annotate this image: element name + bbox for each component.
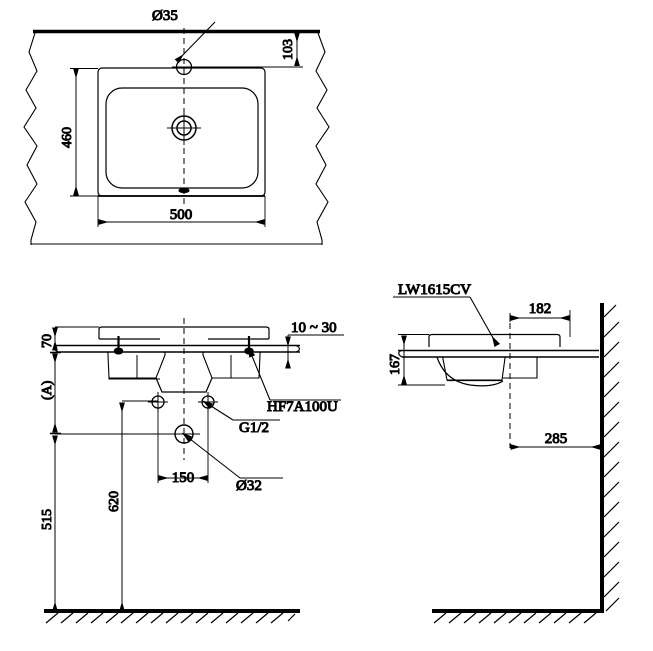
g12-leader-line	[202, 400, 234, 421]
countertop-slab-right-end	[295, 345, 301, 353]
dim150-label: 150	[172, 470, 195, 486]
hf7a-label: HF7A100U	[267, 399, 338, 415]
wall-hatching	[603, 304, 620, 612]
basin-outer-rect	[97, 67, 266, 197]
dim620-label: 620	[107, 491, 122, 512]
floor-hatching-left-view	[45, 612, 296, 624]
r-basin-underprofile	[442, 357, 506, 381]
g12-label: G1/2	[239, 420, 269, 436]
dim167-label: 167	[388, 354, 403, 375]
dia35-leader-line	[174, 21, 216, 64]
r-basin-body	[428, 333, 561, 347]
dim70-label: 70	[40, 334, 55, 348]
top-view-group: Ø35 103 460 500	[23, 8, 330, 245]
break-line-left	[23, 32, 38, 245]
dim460-label: 460	[60, 127, 75, 148]
basin-body-outline	[98, 326, 270, 339]
right-side-view-group: 167 182 285 LW1615CV	[388, 282, 620, 624]
dim500-label: 500	[170, 207, 193, 223]
basin-section-profile	[107, 352, 261, 379]
dim182-label: 182	[529, 301, 552, 317]
break-line-right	[315, 32, 330, 245]
dia32-label: Ø32	[236, 478, 262, 494]
dim10_30-label: 10 ~ 30	[291, 320, 337, 336]
overflow-marker	[178, 187, 190, 194]
basin-underside-left	[108, 378, 160, 380]
basin-bowl-rect	[105, 87, 259, 189]
floor-hatching-right-view	[433, 612, 597, 624]
dim285-label: 285	[545, 431, 568, 447]
hf7a-leader-line	[248, 346, 271, 401]
dia35-label: Ø35	[152, 8, 178, 24]
dim103-label: 103	[281, 39, 296, 60]
dimA-label: (A)	[40, 380, 55, 400]
model-label: LW1615CV	[398, 282, 471, 298]
dim515-label: 515	[40, 509, 55, 530]
model-leader-line	[469, 296, 501, 348]
r-basin-bowl-curve	[436, 356, 504, 387]
left-section-view-group: 150 620 515 (A) 70 10 ~ 30 HF7A100U G1/2	[40, 318, 344, 624]
dia32-leader-line	[181, 432, 241, 479]
fixing-bolt-left	[113, 336, 124, 355]
r-basin-rear-edge	[503, 357, 538, 379]
